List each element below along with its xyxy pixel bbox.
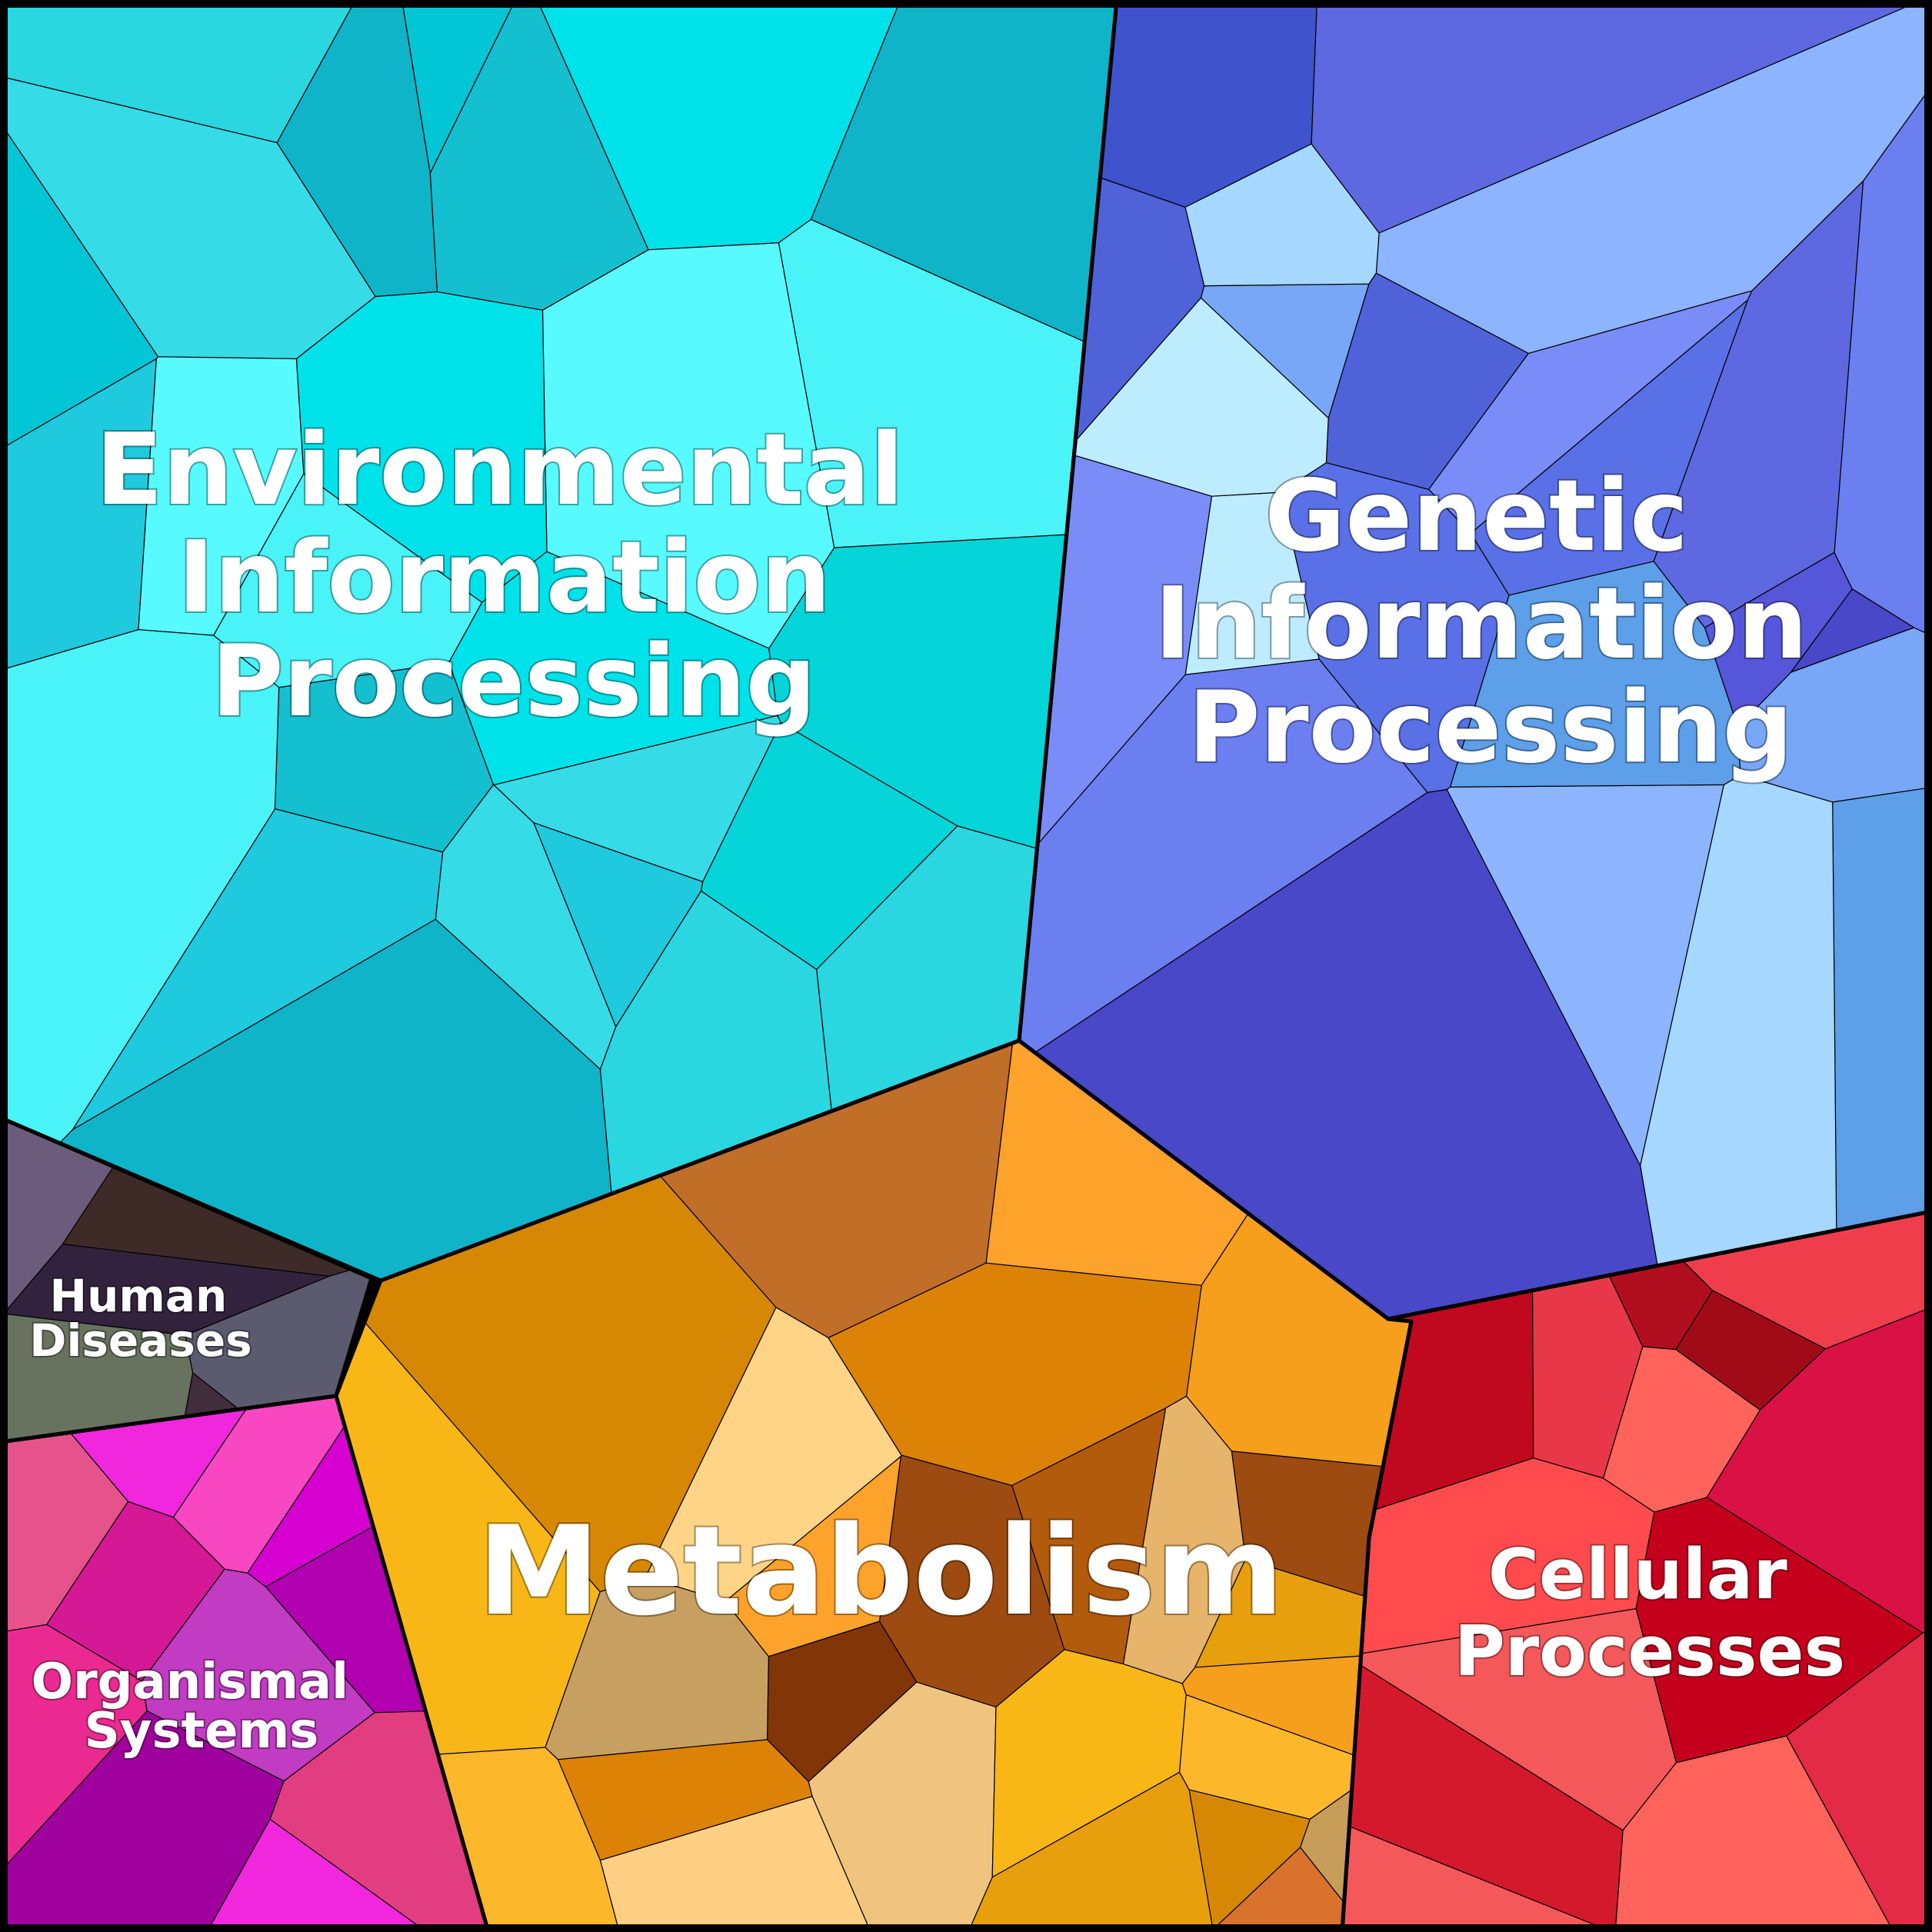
label-environmental-line-3: Processing <box>212 625 817 739</box>
cell-genetic-20 <box>1184 143 1380 287</box>
cell-organismal-9 <box>269 1710 489 1932</box>
label-genetic-information-processing: Genetic Information Processing <box>1154 459 1842 785</box>
label-genetic-line-2: Information <box>1154 567 1807 681</box>
label-cellular-line-1: Cellular <box>1488 1534 1787 1615</box>
label-metabolism: Metabolism <box>478 1499 1284 1643</box>
region-organismal-systems[interactable] <box>0 1395 489 1932</box>
label-organismal-line-1: Organismal <box>32 1654 348 1710</box>
cell-cellular-7 <box>1786 1631 1932 1932</box>
label-metabolism-line-1: Metabolism <box>478 1499 1284 1643</box>
label-human-diseases-line-1: Human <box>50 1270 228 1322</box>
region-cellular-processes[interactable] <box>1341 1211 1932 1932</box>
label-environmental-information-processing: Environmental Information Processing <box>95 413 938 739</box>
cell-environmental-24 <box>537 0 901 251</box>
label-human-diseases: Human Diseases <box>29 1270 251 1367</box>
label-cellular-processes: Cellular Processes <box>1454 1534 1845 1692</box>
region-environmental-information-processing[interactable] <box>0 0 1118 1281</box>
cell-organismal-7 <box>141 1568 375 1782</box>
boundary-organismal <box>0 1394 491 1932</box>
cell-metabolism-17 <box>599 1796 871 1932</box>
label-organismal-systems: Organismal Systems <box>32 1654 366 1760</box>
cell-genetic-22 <box>1653 180 1864 628</box>
label-environmental-line-1: Environmental <box>95 413 904 528</box>
label-genetic-line-3: Processing <box>1188 671 1794 785</box>
cell-genetic-6 <box>1832 787 1932 1231</box>
label-cellular-line-2: Processes <box>1454 1611 1845 1692</box>
label-genetic-line-1: Genetic <box>1264 459 1688 574</box>
cell-genetic-19 <box>1449 561 1741 788</box>
cell-metabolism-22 <box>1188 1789 1311 1930</box>
label-organismal-line-2: Systems <box>85 1703 319 1760</box>
cell-environmental-25 <box>493 715 781 882</box>
cell-metabolism-25 <box>878 1454 1065 1707</box>
cell-genetic-21 <box>1073 297 1329 497</box>
cell-genetic-23 <box>1790 588 1915 673</box>
cell-cellular-12 <box>1603 1346 1760 1513</box>
cell-environmental-22 <box>276 0 438 298</box>
label-environmental-line-2: Information <box>178 521 831 635</box>
region-genetic-information-processing[interactable] <box>1018 0 1932 1320</box>
label-human-diseases-line-2: Diseases <box>29 1314 251 1367</box>
boundary-cellular <box>1340 1209 1932 1932</box>
region-metabolism[interactable] <box>335 1040 1412 1932</box>
